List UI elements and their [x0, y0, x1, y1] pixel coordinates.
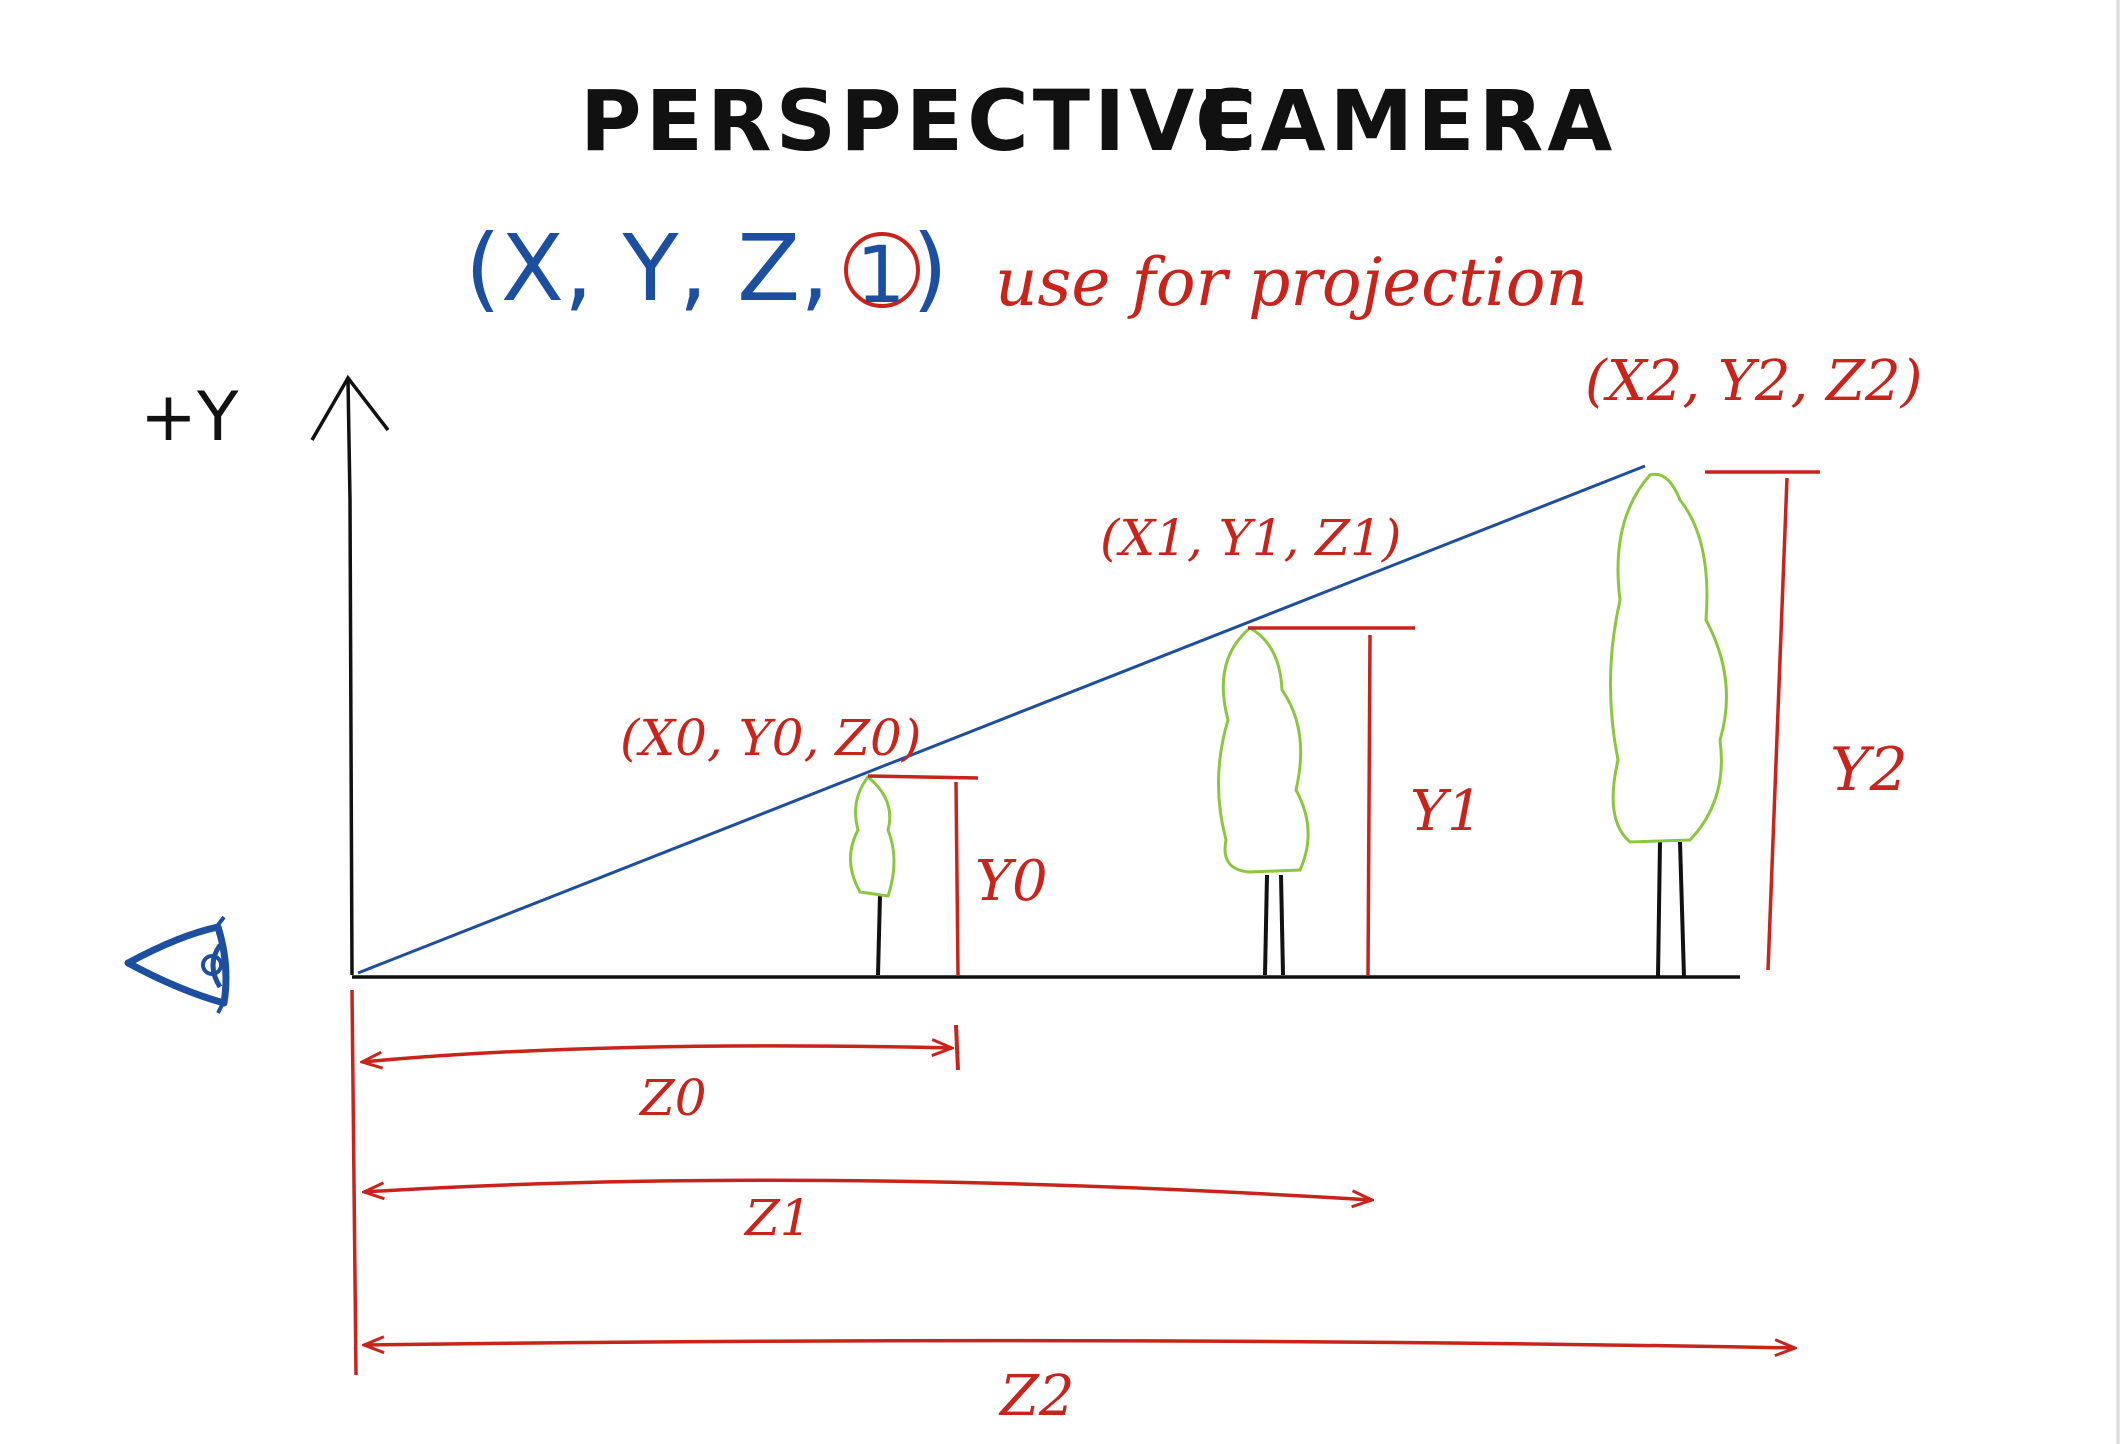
w-circle	[844, 232, 920, 308]
height-label-0: Y0	[975, 849, 1048, 914]
depth-arrow-2	[364, 1341, 1795, 1348]
depth-tick-0	[954, 1024, 960, 1071]
homogeneous-coords: (X, Y, Z,	[465, 215, 829, 322]
tree-0	[848, 774, 896, 976]
y-axis-label: +Y	[140, 378, 239, 457]
depth-label-2: Z2	[998, 1364, 1075, 1429]
tree-2	[1608, 472, 1728, 978]
depth-arrow-1	[364, 1178, 1372, 1200]
point-label-1: (X1, Y1, Z1)	[1100, 509, 1401, 567]
point-label-2: (X2, Y2, Z2)	[1585, 349, 1923, 414]
y-axis-arrowhead	[310, 374, 390, 441]
height-marker-1	[1248, 626, 1415, 976]
homogeneous-w: 1	[856, 231, 906, 321]
depth-origin-line	[350, 989, 358, 1376]
height-marker-0	[867, 774, 979, 976]
depth-label-1: Z1	[743, 1189, 812, 1247]
homogeneous-close: )	[912, 215, 948, 322]
depth-label-0: Z0	[638, 1069, 707, 1127]
projection-ray	[357, 464, 1646, 975]
title-perspective: PERSPECTIVE	[580, 72, 1260, 170]
depth-arrow-0	[362, 1046, 952, 1062]
height-label-2: Y2	[1830, 735, 1908, 805]
height-label-1: Y1	[1410, 779, 1483, 844]
point-label-0: (X0, Y0, Z0)	[620, 709, 921, 767]
title-camera: CAMERA	[1195, 72, 1616, 170]
tree-1	[1217, 626, 1310, 976]
projection-note: use for projection	[995, 244, 1588, 321]
eye-icon	[124, 915, 230, 1014]
height-marker-2	[1705, 470, 1820, 971]
y-axis	[346, 379, 354, 976]
